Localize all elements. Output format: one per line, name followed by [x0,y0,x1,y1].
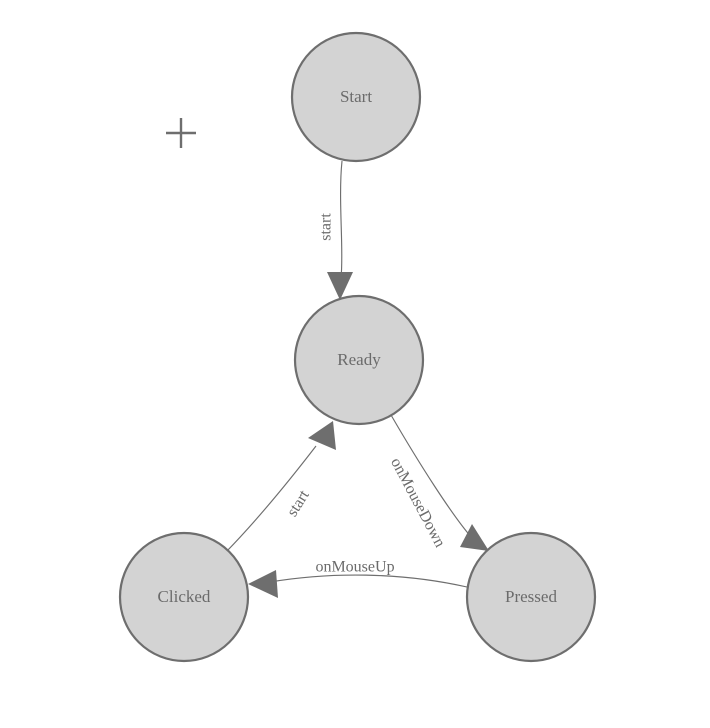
plus-marker-icon[interactable] [166,118,196,148]
edge-line[interactable] [390,414,473,539]
edge-clicked-to-ready[interactable]: start [225,421,336,553]
node-pressed-label: Pressed [505,587,557,606]
node-ready[interactable]: Ready [293,294,425,426]
arrowhead-icon [460,524,489,551]
arrowhead-icon [308,421,336,450]
edge-line[interactable] [269,574,468,588]
edge-ready-to-pressed[interactable]: onMouseDown [387,414,489,551]
edge-label-start-to-ready: start [318,213,335,241]
node-clicked-circle[interactable] [118,531,250,663]
edge-line[interactable] [339,160,343,279]
node-ready-circle[interactable] [293,294,425,426]
edge-line[interactable] [225,445,317,553]
node-clicked-label: Clicked [158,587,211,606]
arrowhead-icon [327,272,353,300]
edge-pressed-to-clicked[interactable]: onMouseUp [248,559,468,598]
edge-label-ready-to-pressed: onMouseDown [387,455,448,550]
node-ready-label: Ready [337,350,381,369]
node-pressed-circle[interactable] [465,531,597,663]
edge-label-clicked-to-ready: start [284,487,313,520]
node-start-circle[interactable] [290,31,422,163]
edge-start-to-ready[interactable]: start [318,160,353,300]
arrowhead-icon [248,570,278,598]
node-start[interactable]: Start [290,31,422,163]
edge-label-pressed-to-clicked: onMouseUp [315,559,394,576]
node-start-label: Start [340,87,372,106]
node-clicked[interactable]: Clicked [118,531,250,663]
node-pressed[interactable]: Pressed [465,531,597,663]
